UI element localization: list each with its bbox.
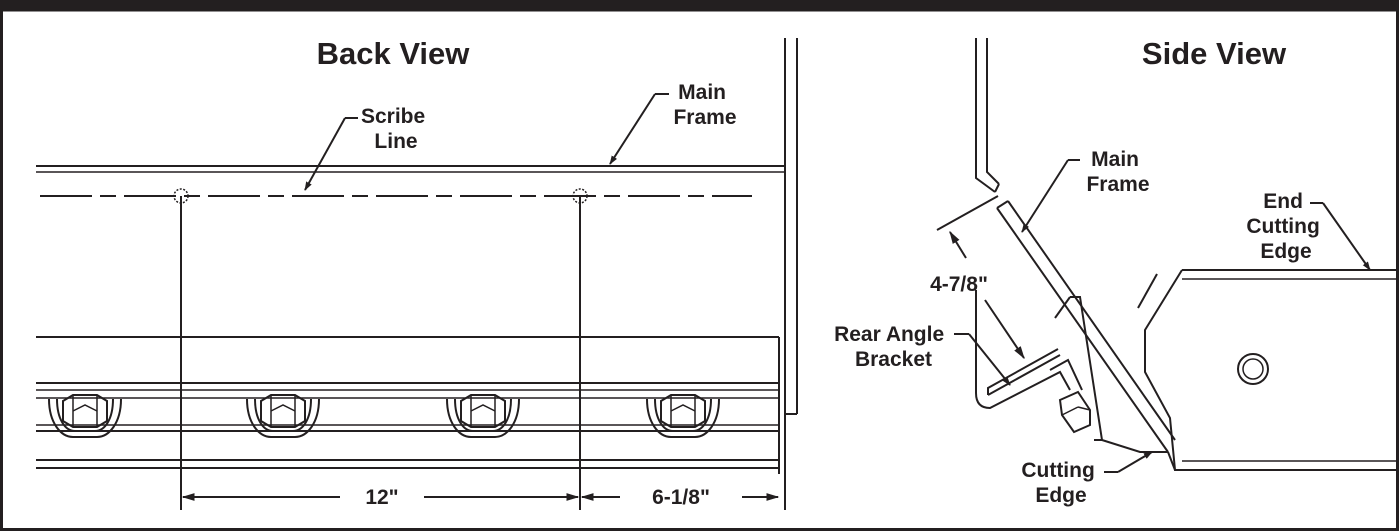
main-frame-callout-side: Main Frame (1021, 148, 1150, 233)
cutting-edge-label-1: Cutting (1021, 459, 1094, 482)
cutting-edge-label: Cutting Edge (1021, 459, 1100, 507)
dimension-6-1-8-label: 6-1/8" (652, 486, 710, 509)
rear-angle-bracket-label-2: Bracket (855, 348, 932, 371)
side-bolt (1049, 358, 1091, 434)
main-frame-rails (36, 165, 785, 173)
main-frame-label-back-1: Main (678, 81, 726, 104)
end-cutting-edge-callout: End Cutting Edge (1246, 190, 1371, 271)
main-frame-label-back-2: Frame (673, 106, 736, 129)
main-frame-label-side: Main Frame (1086, 148, 1149, 196)
bolt-head-2 (246, 394, 320, 438)
rear-angle-bracket-back (36, 336, 780, 474)
cutting-edge-callout: Cutting Edge (1021, 451, 1153, 507)
end-cutting-edge-label-1: End (1263, 190, 1303, 213)
rear-angle-bracket-label-1: Rear Angle (834, 323, 944, 346)
bolt-head-4 (646, 394, 720, 438)
main-frame-label-back: Main Frame (673, 81, 736, 129)
dimension-4-7-8-label: 4-7/8" (930, 273, 988, 296)
side-view-title: Side View (1142, 36, 1287, 71)
dimension-6-1-8: 6-1/8" (580, 474, 786, 510)
side-main-frame-plate (975, 38, 1176, 453)
end-cutting-edge-body (1101, 269, 1398, 471)
rear-angle-bracket-label: Rear Angle Bracket (834, 323, 950, 371)
scribe-line-callout: Scribe Line (304, 105, 431, 191)
main-frame-callout-back: Main Frame (609, 81, 737, 165)
back-view-title: Back View (317, 36, 471, 71)
dimension-12-label: 12" (365, 486, 398, 509)
side-view: Side View (834, 36, 1398, 507)
bolt-head-3 (446, 394, 520, 438)
dimension-12: 12" (181, 486, 580, 509)
dimension-4-7-8: 4-7/8" (930, 195, 1025, 360)
scribe-line-label-1: Scribe (361, 105, 425, 128)
end-cutting-edge-label: End Cutting Edge (1246, 190, 1325, 263)
scribe-line-label: Scribe Line (361, 105, 431, 153)
rear-angle-bracket-callout: Rear Angle Bracket (834, 323, 1011, 386)
main-frame-label-side-1: Main (1091, 148, 1139, 171)
end-plate (778, 38, 798, 474)
end-cutting-edge-label-2: Cutting (1246, 215, 1319, 238)
back-view: Back View (36, 36, 798, 510)
side-rear-angle-bracket (975, 290, 1104, 441)
main-frame-label-side-2: Frame (1086, 173, 1149, 196)
cutting-edge-label-2: Edge (1035, 484, 1086, 507)
scribe-line-label-2: Line (374, 130, 417, 153)
end-cutting-edge-label-3: Edge (1260, 240, 1311, 263)
bolt-head-1 (48, 394, 122, 438)
